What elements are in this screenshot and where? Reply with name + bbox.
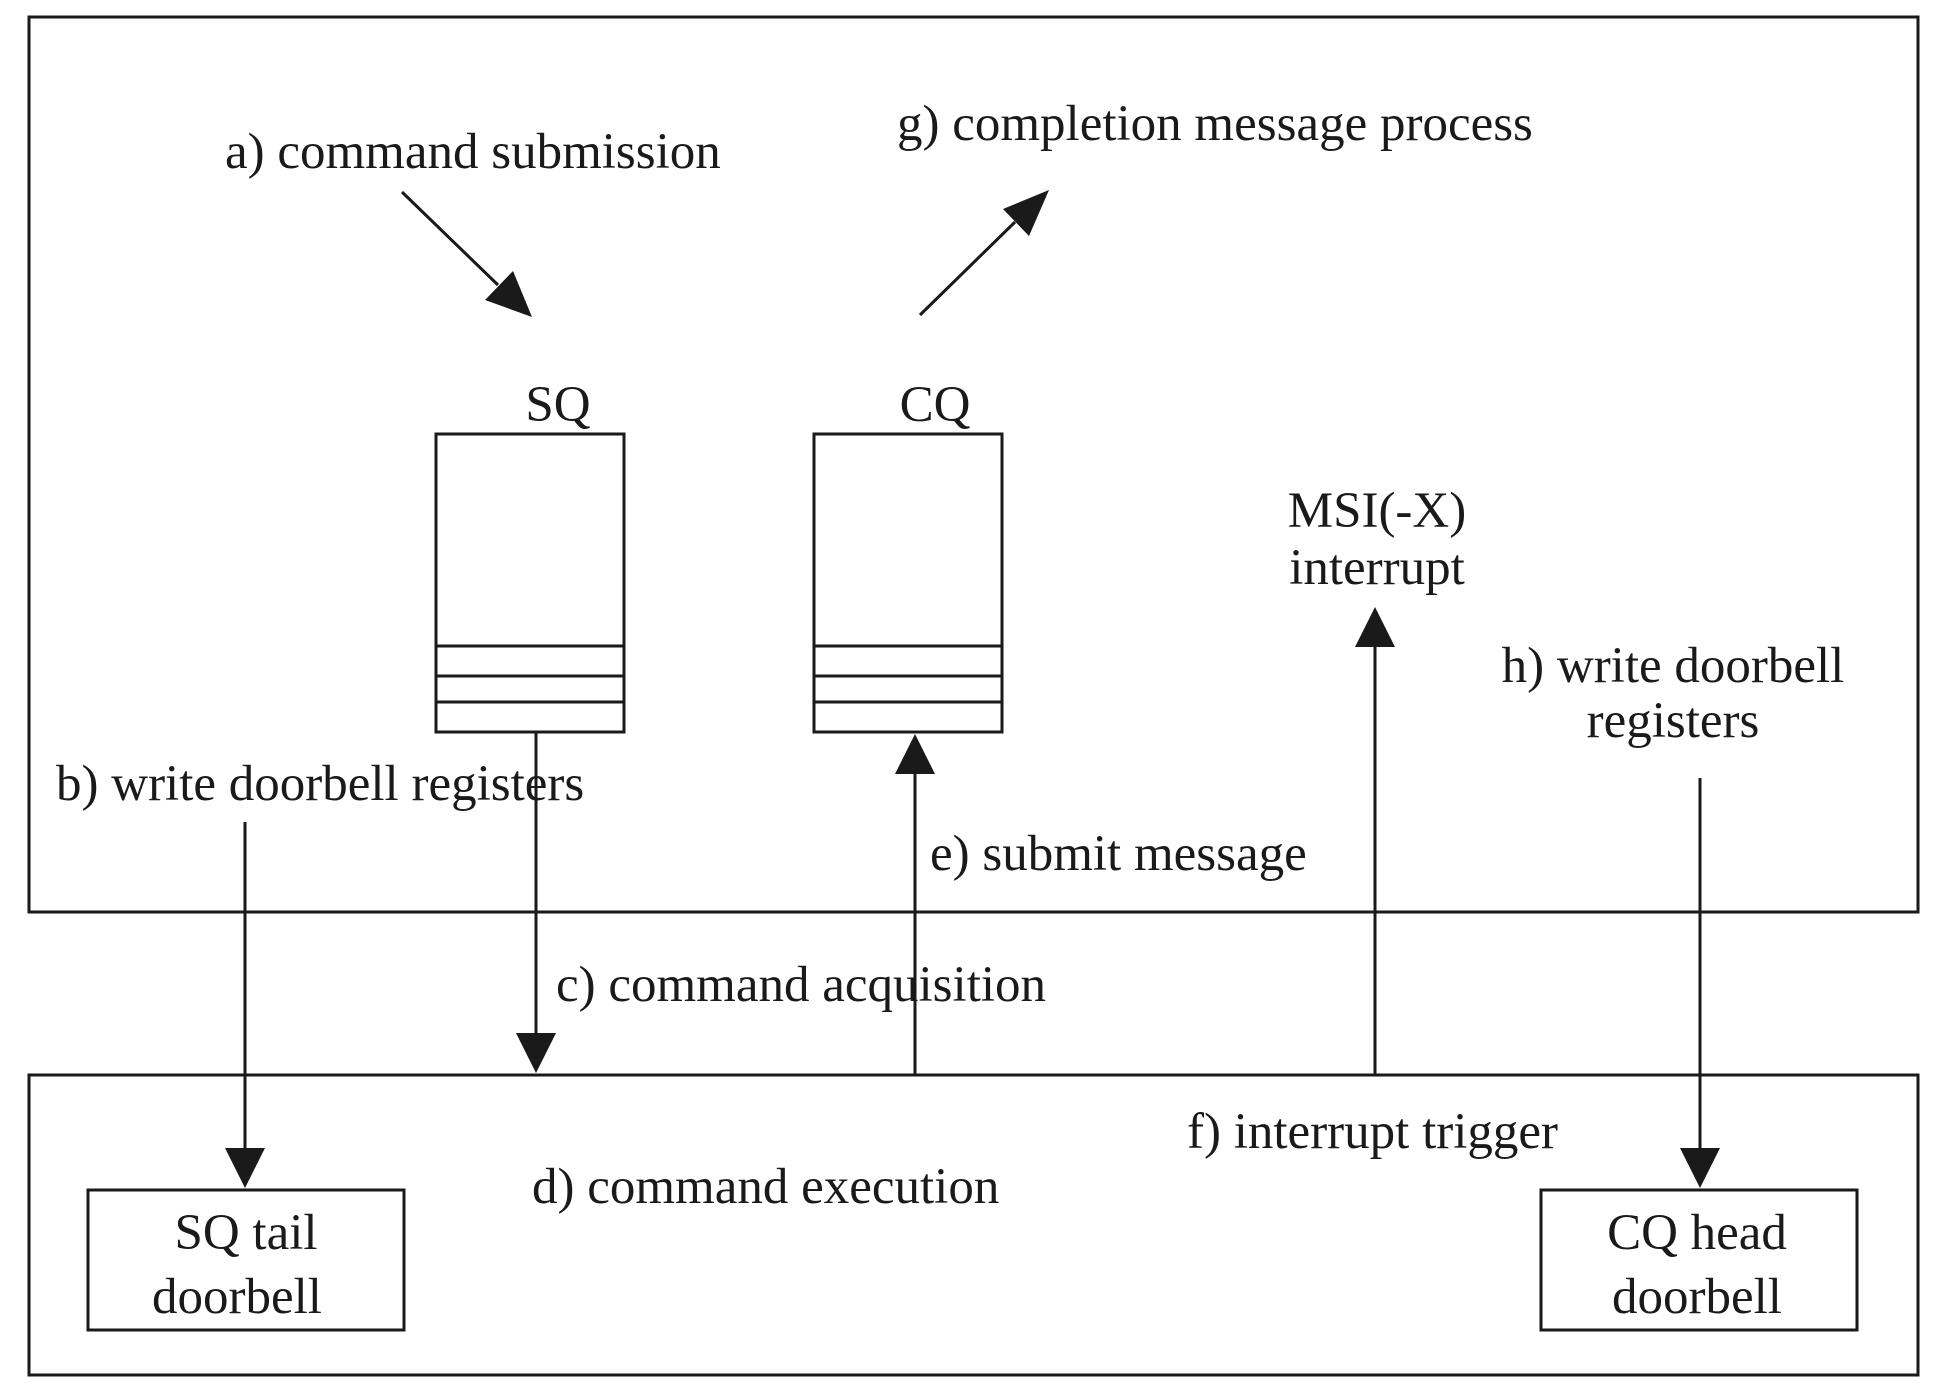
label-submit-message: e) submit message bbox=[930, 826, 1307, 882]
submission-queue bbox=[434, 432, 626, 734]
label-command-submission: a) command submission bbox=[225, 124, 721, 180]
cq-doorbell-write-arrow bbox=[1680, 778, 1720, 1188]
label-command-execution: d) command execution bbox=[532, 1159, 999, 1215]
label-interrupt-trigger: f) interrupt trigger bbox=[1187, 1104, 1558, 1160]
command-submission-arrow bbox=[400, 190, 532, 317]
command-acquisition-arrow bbox=[516, 732, 556, 1073]
label-write-doorbell-h-line1: h) write doorbell bbox=[1502, 638, 1845, 694]
label-sq-tail-line1: SQ tail bbox=[174, 1205, 317, 1261]
completion-process-arrow bbox=[918, 190, 1049, 317]
sq-tail-doorbell-box bbox=[86, 1188, 406, 1332]
label-interrupt: interrupt bbox=[1289, 540, 1465, 596]
label-msi: MSI(-X) bbox=[1288, 483, 1466, 539]
completion-queue bbox=[812, 432, 1004, 734]
label-write-doorbell-h-line2: registers bbox=[1587, 693, 1760, 749]
label-write-doorbell-b: b) write doorbell registers bbox=[56, 756, 584, 812]
cq-head-doorbell-box bbox=[1539, 1188, 1859, 1332]
interrupt-trigger-arrow bbox=[1355, 607, 1395, 1075]
label-completion-message-process: g) completion message process bbox=[897, 96, 1533, 152]
label-command-acquisition: c) command acquisition bbox=[556, 957, 1046, 1013]
label-cq: CQ bbox=[900, 377, 971, 433]
label-sq: SQ bbox=[525, 377, 590, 433]
label-cq-head-line2: doorbell bbox=[1612, 1269, 1782, 1325]
sq-doorbell-write-arrow bbox=[225, 822, 265, 1188]
label-cq-head-line1: CQ head bbox=[1607, 1205, 1787, 1261]
label-sq-tail-line2: doorbell bbox=[152, 1269, 322, 1325]
submit-message-arrow bbox=[895, 734, 935, 1075]
